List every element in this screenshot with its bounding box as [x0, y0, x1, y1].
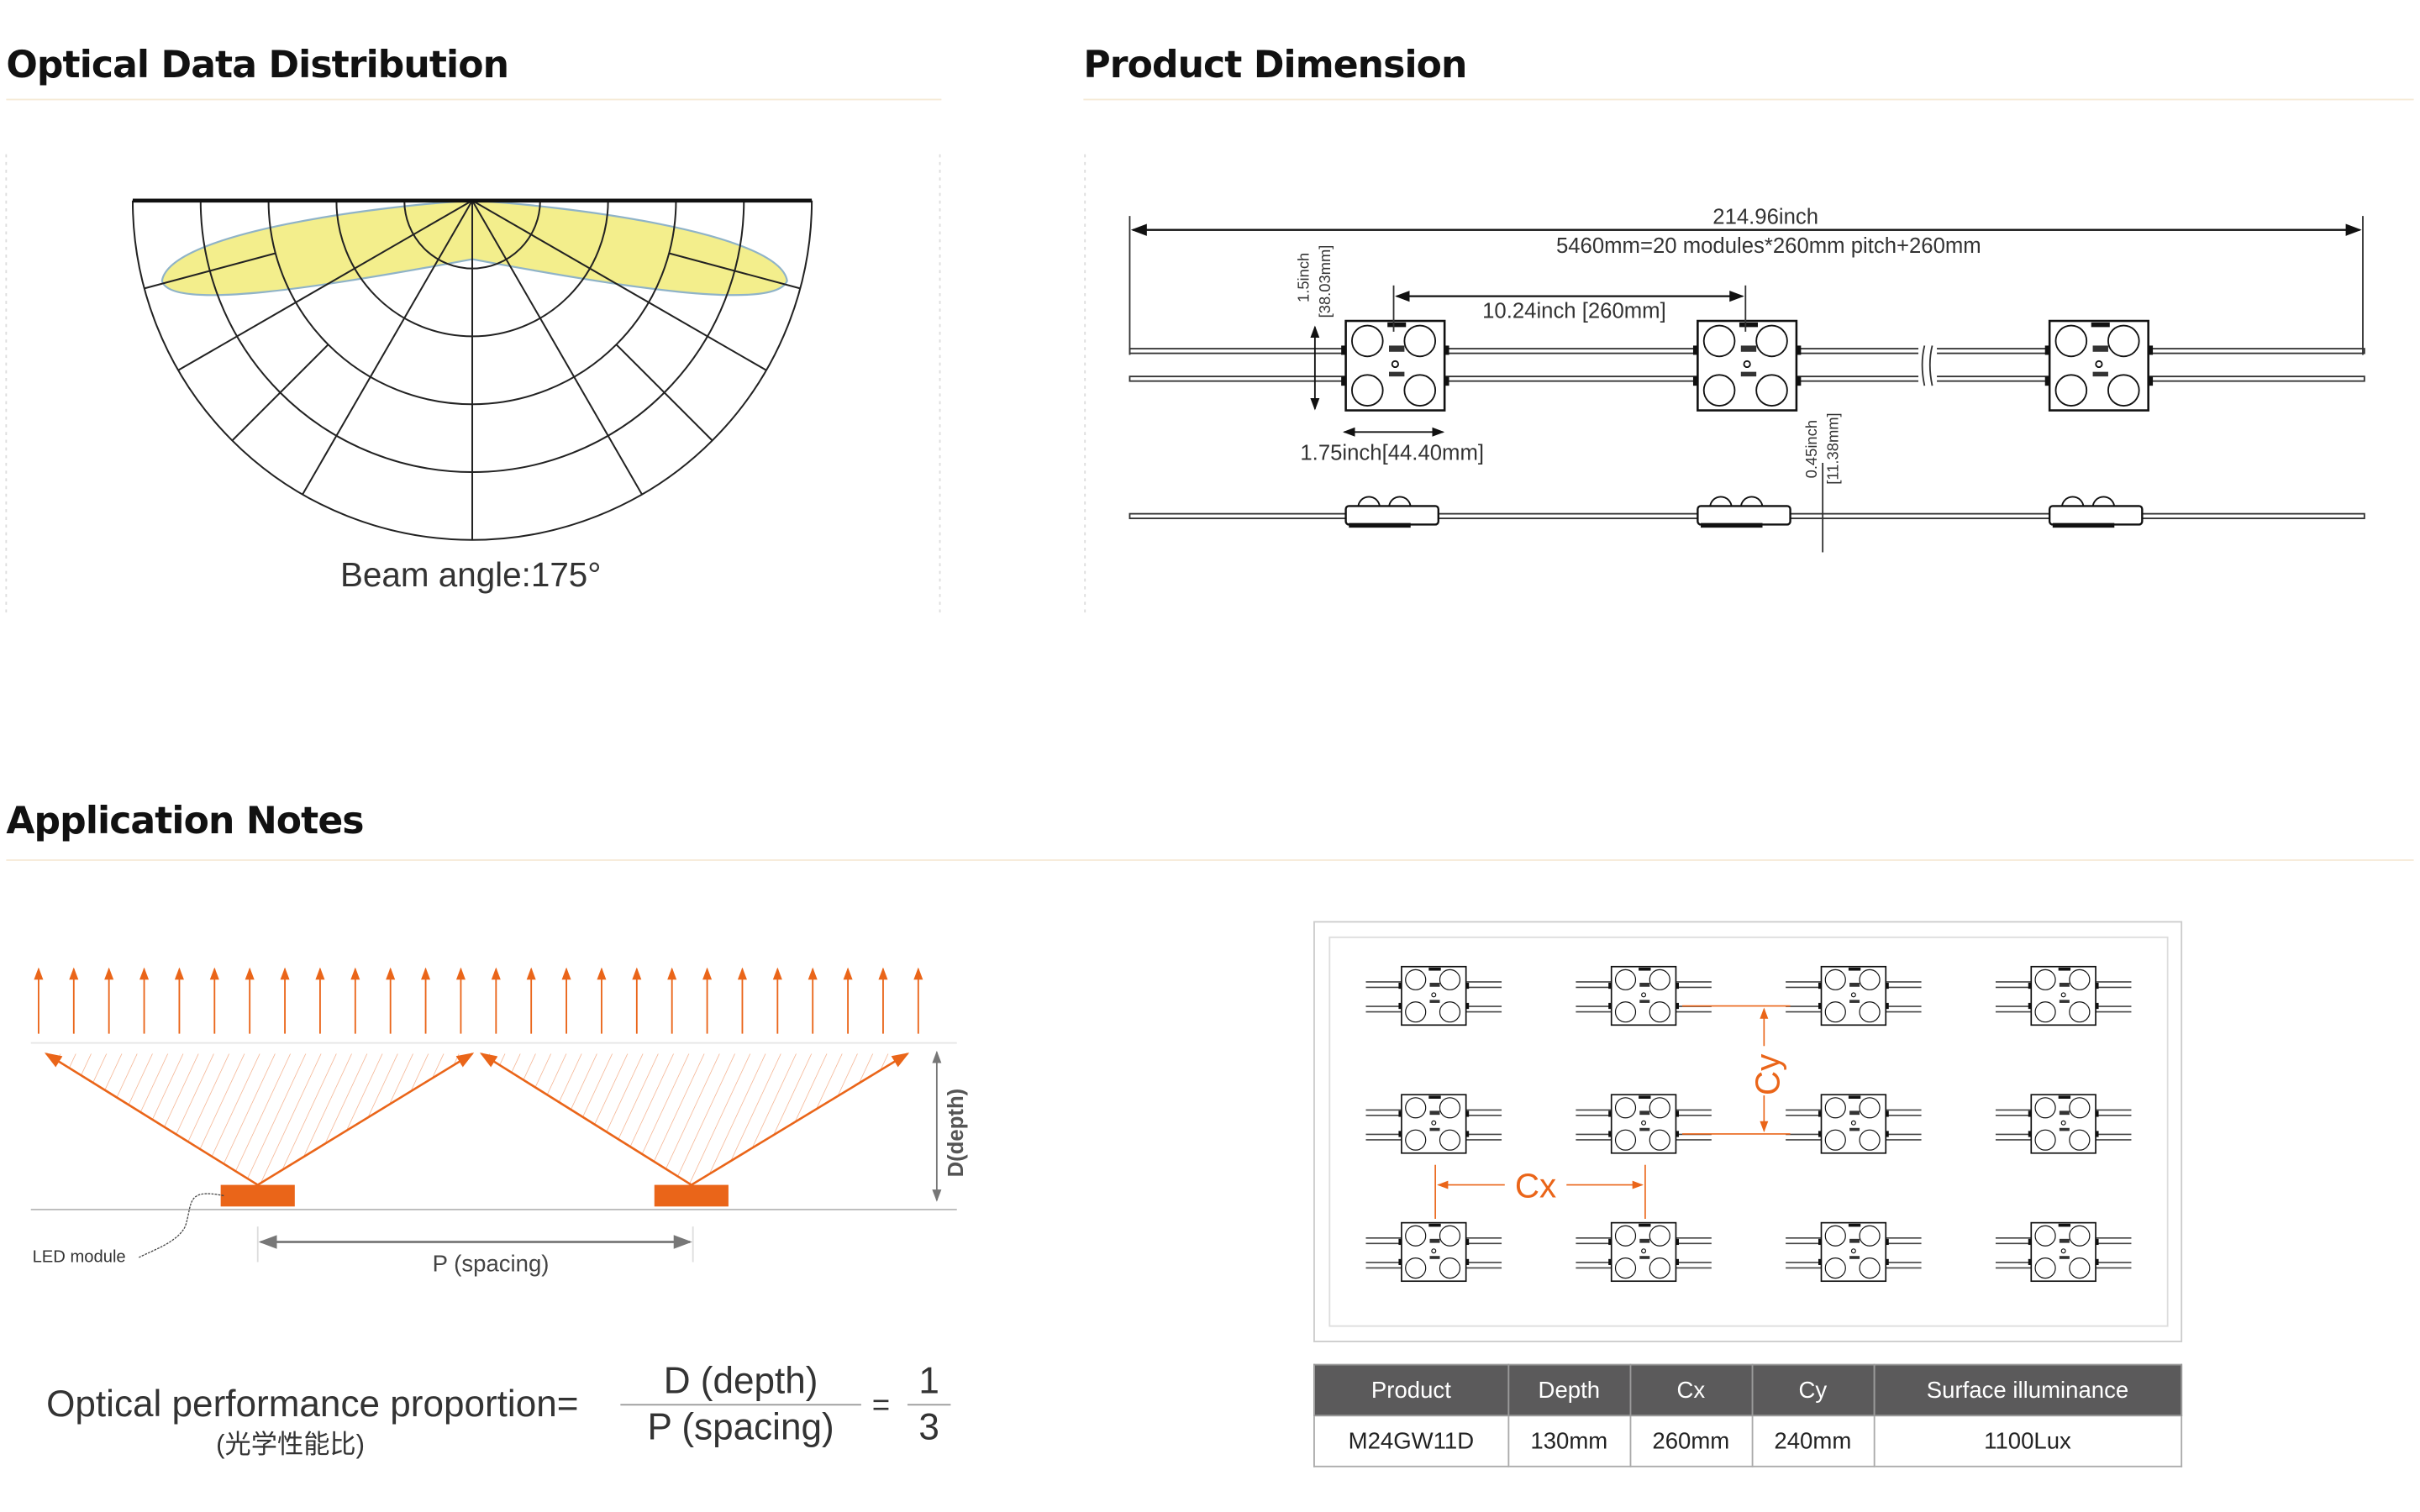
cx-label: Cx	[1515, 1166, 1556, 1205]
col-depth: Depth	[1507, 1363, 1631, 1417]
ratio-denominator: 3	[918, 1407, 939, 1449]
polar-spoke	[615, 344, 713, 442]
polar-beam-diagram	[5, 154, 941, 617]
cell-depth: 130mm	[1507, 1415, 1631, 1467]
polar-spoke	[231, 344, 329, 442]
polar-spoke	[471, 199, 767, 371]
formula-label: Optical performance proportion=	[46, 1383, 579, 1426]
polar-spoke	[668, 252, 801, 290]
width-label: 1.75inch[44.40mm]	[1300, 441, 1484, 465]
polar-spoke	[471, 200, 643, 496]
polar-spoke	[302, 200, 473, 496]
beam-angle-label: Beam angle:175°	[339, 555, 602, 595]
spec-table: Product Depth Cx Cy Surface illuminance …	[1313, 1363, 2183, 1467]
formula-equals: =	[871, 1389, 891, 1423]
cy-label: Cy	[1749, 1053, 1787, 1095]
polar-spoke	[144, 252, 276, 290]
col-product: Product	[1313, 1363, 1509, 1417]
depth-mm-label: [11.38mm]	[1824, 412, 1842, 484]
section-title-application: Application Notes	[6, 799, 364, 843]
led-module-label: LED module	[33, 1247, 126, 1266]
application-diagram: LED module P (spacing) D(depth)	[30, 967, 968, 1276]
col-cy: Cy	[1750, 1363, 1875, 1417]
module-layout-grid: Cx Cy	[1313, 921, 2183, 1342]
col-cx: Cx	[1628, 1363, 1753, 1417]
cell-cx: 260mm	[1628, 1415, 1753, 1467]
polar-spoke	[177, 199, 473, 371]
led-module-block	[220, 1184, 295, 1207]
pitch-label: 10.24inch [260mm]	[1482, 299, 1666, 323]
divider	[6, 98, 942, 101]
col-illuminance: Surface illuminance	[1872, 1363, 2183, 1417]
divider	[1083, 98, 2414, 101]
cell-illuminance: 1100Lux	[1872, 1415, 2183, 1467]
formula-sublabel: (光学性能比)	[216, 1430, 366, 1460]
beam-lobe	[160, 199, 788, 297]
formula-denominator: P (spacing)	[647, 1407, 834, 1449]
depth-inch-label: 0.45inch	[1802, 420, 1820, 478]
height-inch-label: 1.5inch	[1295, 253, 1313, 302]
section-title-dimension: Product Dimension	[1083, 43, 1467, 87]
divider	[6, 859, 2414, 861]
polar-grid	[131, 199, 813, 541]
total-length-formula: 5460mm=20 modules*260mm pitch+260mm	[1556, 234, 1981, 258]
light-output-arrows	[34, 967, 923, 1034]
cell-cy: 240mm	[1750, 1415, 1875, 1467]
table-row: M24GW11D 130mm 260mm 240mm 1100Lux	[1313, 1415, 2183, 1467]
total-length-inch: 214.96inch	[1712, 205, 1818, 228]
section-title-optical: Optical Data Distribution	[6, 43, 509, 87]
ratio-numerator: 1	[907, 1361, 951, 1406]
height-mm-label: [38.03mm]	[1316, 245, 1334, 318]
led-module-block	[654, 1184, 729, 1207]
depth-label: D(depth)	[944, 1089, 968, 1178]
formula-numerator: D (depth)	[620, 1361, 861, 1406]
cell-product: M24GW11D	[1313, 1415, 1509, 1467]
dimension-drawing: 214.96inch 5460mm=20 modules*260mm pitch…	[1084, 154, 2365, 617]
spacing-label: P (spacing)	[433, 1250, 550, 1276]
table-header-row: Product Depth Cx Cy Surface illuminance	[1313, 1363, 2183, 1417]
